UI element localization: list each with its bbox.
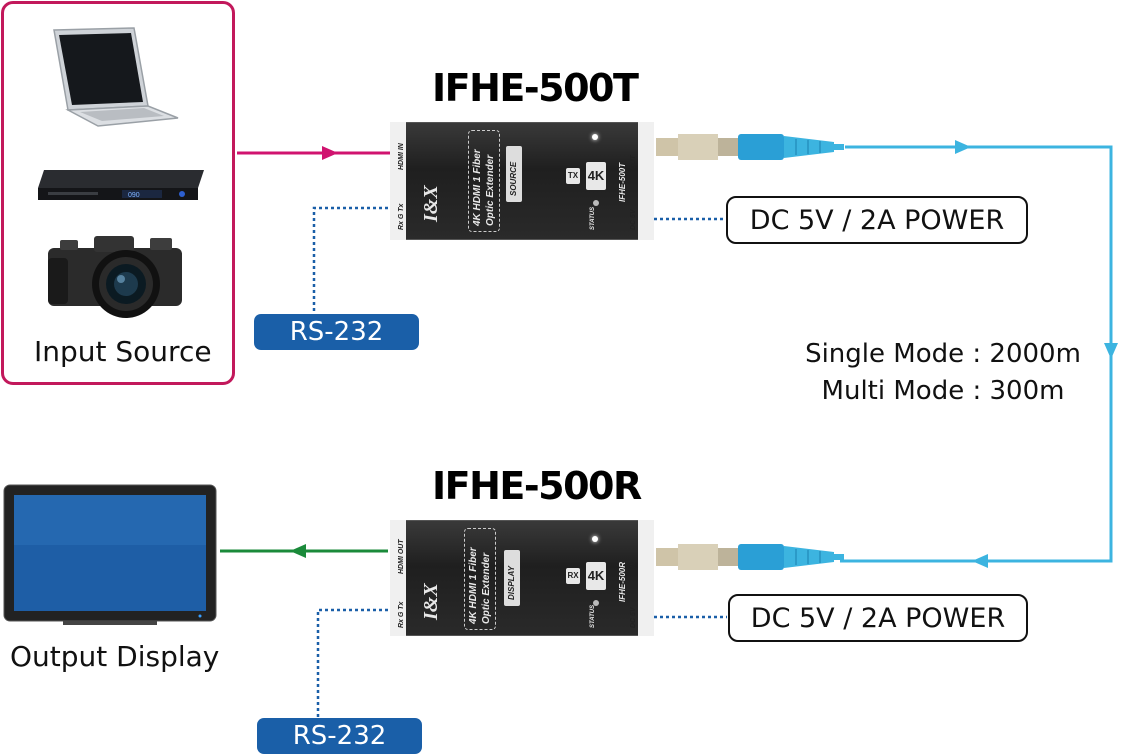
- display-icon: [3, 484, 217, 625]
- output-arrow-icon: [290, 544, 306, 558]
- media-player-icon: 090: [38, 170, 204, 200]
- svg-text:090: 090: [128, 192, 140, 199]
- transmitter-resolution-badge: 4K: [586, 162, 606, 190]
- rs232-bottom-lead: [316, 608, 388, 722]
- receiver-brand-logo: I&X: [420, 583, 442, 620]
- receiver-mode-badge: RX: [566, 568, 580, 584]
- receiver-resolution-badge: 4K: [586, 562, 606, 590]
- transmitter-right-plate: [638, 122, 654, 240]
- transmitter-mode-badge: TX: [566, 168, 580, 184]
- receiver-status-label: STATUS: [590, 604, 596, 628]
- transmitter-title: IFHE-500T: [432, 66, 639, 110]
- transmitter-led-icon: [592, 134, 598, 140]
- receiver-product-line2: Optic Extender: [481, 552, 492, 624]
- fiber-mode-info: Single Mode : 2000m Multi Mode : 300m: [792, 336, 1094, 410]
- transmitter-product-line2: Optic Extender: [485, 154, 496, 226]
- rs232-top-pill: RS-232: [254, 314, 419, 350]
- transmitter-serial-label: Rx G Tx: [398, 203, 405, 230]
- transmitter-fiber-connector-icon: [656, 134, 844, 160]
- transmitter-role-label: SOURCE: [509, 161, 518, 196]
- input-source-label: Input Source: [34, 335, 212, 368]
- fiber-arrow-right-icon: [955, 140, 971, 154]
- rs232-bottom-pill: RS-232: [257, 718, 422, 754]
- receiver-right-plate: [638, 520, 654, 636]
- laptop-icon: [53, 27, 179, 127]
- receiver-title: IFHE-500R: [432, 464, 642, 508]
- transmitter-model-label: IFHE-500T: [618, 162, 627, 202]
- fiber-arrow-down-icon: [1104, 343, 1118, 359]
- receiver-left-plate: [390, 520, 406, 636]
- receiver-fiber-connector-icon: [656, 544, 844, 570]
- fiber-arrow-left-icon: [972, 554, 988, 568]
- transmitter-product-line1: 4K HDMI 1 Fiber: [472, 149, 483, 226]
- transmitter-port-in-label: HDMI IN: [398, 143, 405, 170]
- receiver-device: HDMI OUT Rx G Tx I&X 4K HDMI 1 Fiber Opt…: [390, 520, 654, 636]
- receiver-product-box: [464, 528, 496, 630]
- transmitter-role-plate: [506, 146, 522, 202]
- transmitter-left-plate: [390, 122, 406, 240]
- receiver-product-line1: 4K HDMI 1 Fiber: [468, 547, 479, 624]
- input-arrow-icon: [322, 146, 338, 160]
- receiver-port-out-label: HDMI OUT: [398, 539, 405, 574]
- camera-icon: [48, 236, 182, 318]
- transmitter-device: HDMI IN Rx G Tx I&X 4K HDMI 1 Fiber Opti…: [390, 122, 654, 240]
- power-top-label: DC 5V / 2A POWER: [726, 196, 1028, 244]
- receiver-status-led-icon: [593, 600, 599, 606]
- transmitter-power-port-label: DC 5V: [630, 209, 637, 230]
- receiver-role-plate: [504, 550, 520, 606]
- transmitter-status-led-icon: [593, 200, 599, 206]
- receiver-serial-label: Rx G Tx: [398, 601, 405, 628]
- rs232-top-lead: [312, 206, 388, 318]
- receiver-model-label: IFHE-500R: [618, 561, 627, 602]
- transmitter-brand-logo: I&X: [420, 185, 442, 222]
- receiver-role-label: DISPLAY: [507, 565, 516, 600]
- receiver-power-port-label: DC 5V: [630, 607, 637, 628]
- transmitter-port-out-label: OUT: [630, 155, 637, 170]
- receiver-led-icon: [592, 536, 598, 542]
- transmitter-status-label: STATUS: [590, 206, 596, 230]
- multi-mode-distance: Multi Mode : 300m: [821, 376, 1065, 406]
- receiver-port-in-label: IN: [630, 561, 637, 568]
- single-mode-distance: Single Mode : 2000m: [805, 339, 1081, 369]
- transmitter-product-box: [468, 130, 500, 232]
- output-display-label: Output Display: [10, 640, 220, 673]
- power-bottom-label: DC 5V / 2A POWER: [728, 594, 1028, 642]
